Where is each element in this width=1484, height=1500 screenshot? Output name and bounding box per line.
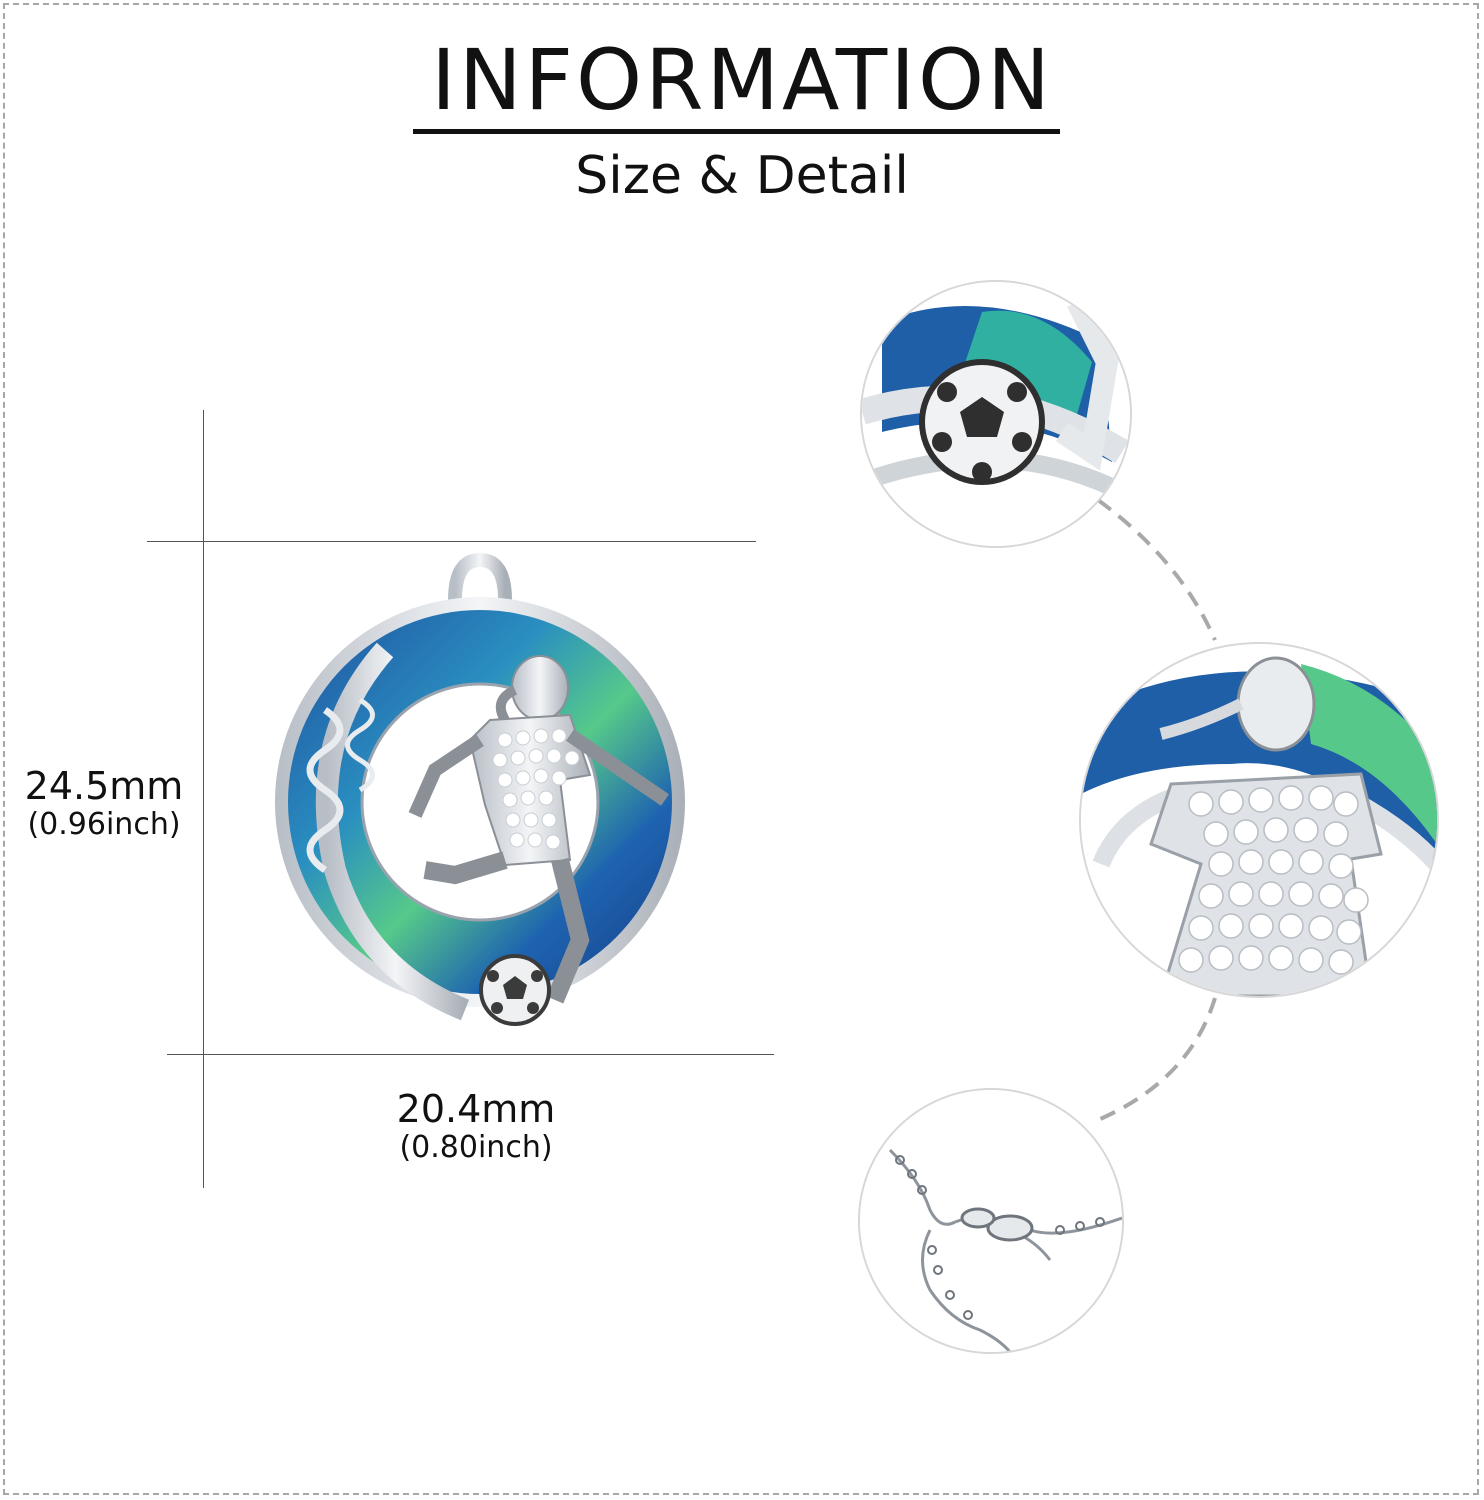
player-detail-image bbox=[1079, 642, 1439, 998]
width-mm-label: 20.4mm bbox=[396, 1087, 556, 1131]
title-underline bbox=[413, 129, 1060, 134]
page-title: INFORMATION bbox=[431, 31, 1053, 129]
bottom-guide-line bbox=[167, 1054, 774, 1055]
page-subtitle: Size & Detail bbox=[575, 146, 909, 206]
top-guide-line bbox=[147, 541, 756, 542]
height-inch-label: (0.96inch) bbox=[27, 807, 181, 842]
pendant-image bbox=[265, 540, 695, 1040]
height-guide-line bbox=[203, 410, 204, 1188]
width-inch-label: (0.80inch) bbox=[399, 1130, 553, 1165]
chain-detail-image bbox=[858, 1088, 1124, 1354]
height-mm-label: 24.5mm bbox=[24, 764, 184, 808]
ball-detail-image bbox=[860, 280, 1132, 548]
dashed-border bbox=[3, 3, 1479, 1495]
